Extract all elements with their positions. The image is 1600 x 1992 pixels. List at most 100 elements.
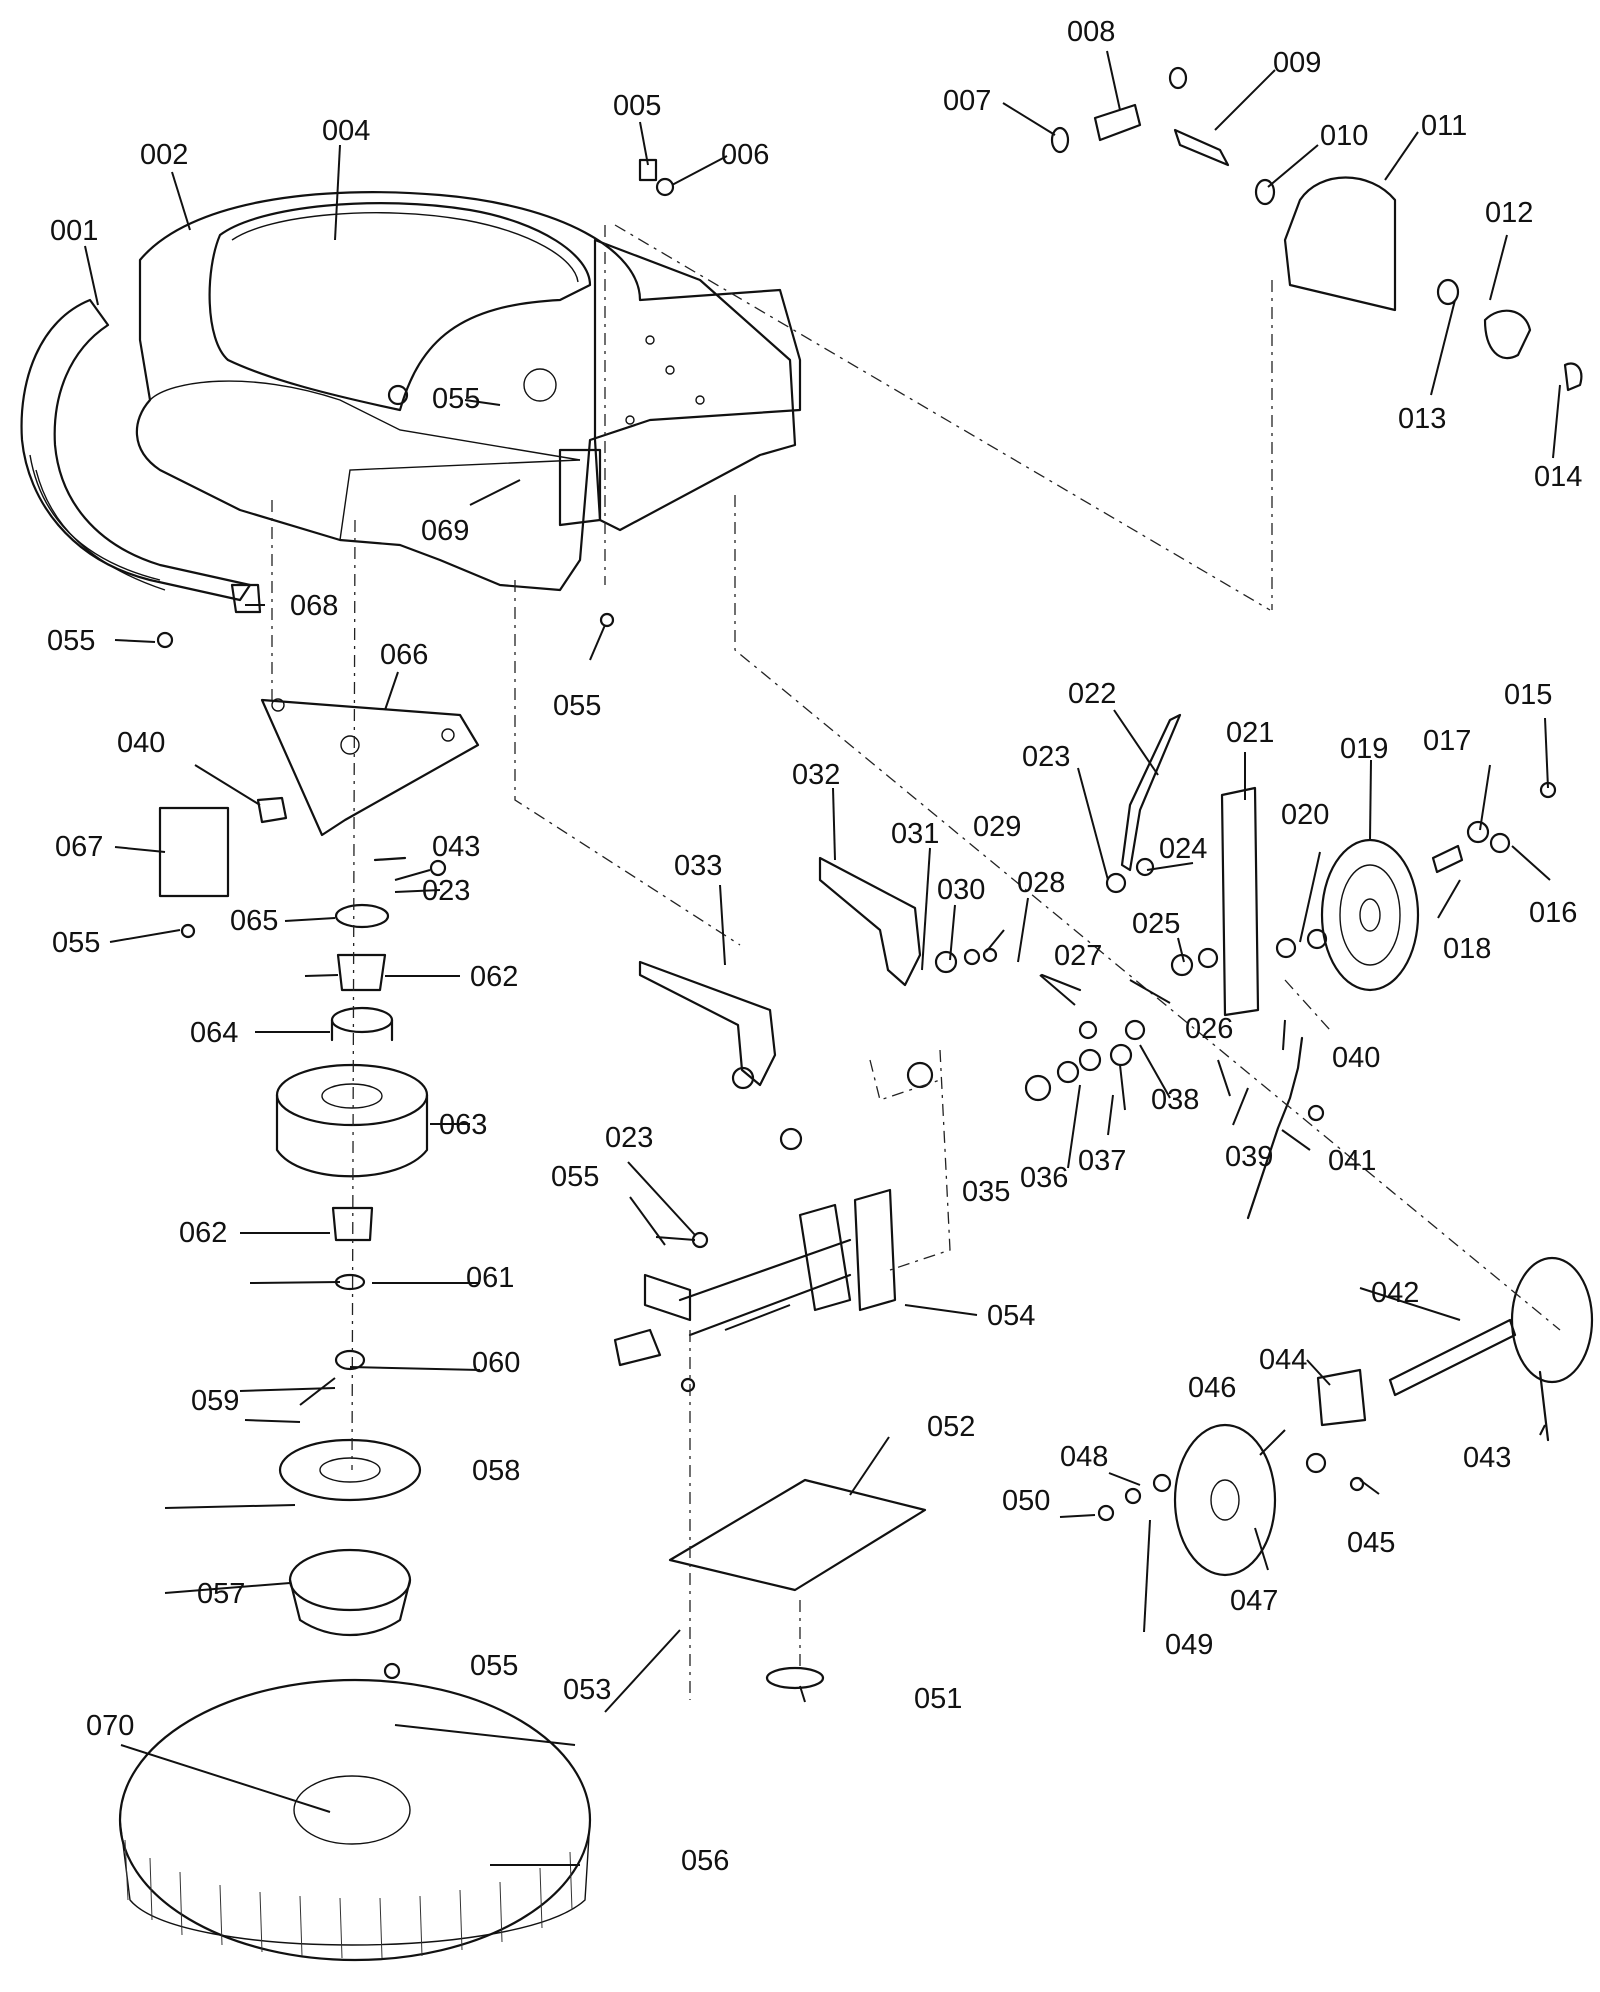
callout-062-lower: 062 [179, 1217, 227, 1249]
callout-033: 033 [674, 850, 722, 882]
wheel-019 [1320, 838, 1420, 992]
callout-037: 037 [1078, 1145, 1126, 1177]
callout-007: 007 [943, 85, 991, 117]
callout-042: 042 [1371, 1277, 1419, 1309]
callout-023-lever: 023 [1022, 741, 1070, 773]
callout-056: 056 [681, 1845, 729, 1877]
callout-022: 022 [1068, 678, 1116, 710]
adjustment-assembly [1050, 66, 1583, 392]
callout-046: 046 [1188, 1372, 1236, 1404]
callout-059: 059 [191, 1385, 239, 1417]
callout-055-plate: 055 [52, 927, 100, 959]
pad-051 [765, 1666, 825, 1690]
callout-031: 031 [891, 818, 939, 850]
callout-017: 017 [1423, 725, 1471, 757]
callout-016: 016 [1529, 897, 1577, 929]
callout-044: 044 [1259, 1344, 1307, 1376]
callout-051: 051 [914, 1683, 962, 1715]
callout-009: 009 [1273, 47, 1321, 79]
callout-035: 035 [962, 1176, 1010, 1208]
callout-027: 027 [1054, 940, 1102, 972]
callout-018: 018 [1443, 933, 1491, 965]
callout-001: 001 [50, 215, 98, 247]
pad-052 [668, 1478, 927, 1592]
callout-048: 048 [1060, 1441, 1108, 1473]
deck-plate [523, 238, 797, 532]
bracket-032 [818, 856, 922, 987]
triangular-plate [260, 698, 480, 837]
callout-019: 019 [1340, 733, 1388, 765]
callout-045: 045 [1347, 1527, 1395, 1559]
callout-025: 025 [1132, 908, 1180, 940]
callout-039: 039 [1225, 1141, 1273, 1173]
spring-028 [1040, 973, 1082, 992]
leader-lines [84, 50, 1561, 1866]
callout-057: 057 [197, 1578, 245, 1610]
callout-052: 052 [927, 1411, 975, 1443]
callout-055-driver: 055 [470, 1650, 518, 1682]
callout-024: 024 [1159, 833, 1207, 865]
callout-053: 053 [563, 1674, 611, 1706]
plate-067 [158, 806, 230, 898]
axle-042 [1388, 1256, 1594, 1442]
wheel-047 [1173, 1423, 1277, 1577]
callout-030: 030 [937, 874, 985, 906]
callout-043-axle: 043 [1463, 1442, 1511, 1474]
callout-058: 058 [472, 1455, 520, 1487]
lift-frame [613, 1188, 897, 1367]
assembly-lines [271, 224, 1561, 1700]
callout-013: 013 [1398, 403, 1446, 435]
block-044 [1316, 1368, 1367, 1427]
callout-012: 012 [1485, 197, 1533, 229]
pulley-stack [275, 903, 429, 1636]
callout-040-plate: 040 [117, 727, 165, 759]
callout-002: 002 [140, 139, 188, 171]
callout-032: 032 [792, 759, 840, 791]
callout-067: 067 [55, 831, 103, 863]
main-housing [135, 191, 802, 592]
callout-010: 010 [1320, 120, 1368, 152]
callout-054: 054 [987, 1300, 1035, 1332]
callout-060: 060 [472, 1347, 520, 1379]
callout-063: 063 [439, 1109, 487, 1141]
cover-panel [208, 202, 592, 412]
callout-070: 070 [86, 1710, 134, 1742]
callout-015: 015 [1504, 679, 1552, 711]
callout-049: 049 [1165, 1629, 1213, 1661]
part-drawings [20, 66, 1594, 1962]
spring-041 [1246, 1036, 1304, 1220]
callout-065: 065 [230, 905, 278, 937]
callout-066: 066 [380, 639, 428, 671]
bumper-ring [20, 298, 262, 614]
callout-068: 068 [290, 590, 338, 622]
callout-061: 061 [466, 1262, 514, 1294]
callout-055-cover: 055 [432, 383, 480, 415]
callout-040-lever: 040 [1332, 1042, 1380, 1074]
small-nut-006 [655, 177, 675, 197]
callout-014: 014 [1534, 461, 1582, 493]
callout-029: 029 [973, 811, 1021, 843]
bushing-018 [1431, 844, 1464, 874]
callout-069: 069 [421, 515, 469, 547]
callout-062-upper: 062 [470, 961, 518, 993]
callout-023-frame: 023 [605, 1122, 653, 1154]
callout-055-frame: 055 [551, 1161, 599, 1193]
callout-028: 028 [1017, 867, 1065, 899]
callout-005: 005 [613, 90, 661, 122]
callout-041: 041 [1328, 1145, 1376, 1177]
callout-006: 006 [721, 139, 769, 171]
callout-023-bracket: 023 [422, 875, 470, 907]
callout-043-plate: 043 [432, 831, 480, 863]
lever-022 [1120, 713, 1182, 872]
callout-020: 020 [1281, 799, 1329, 831]
callout-labels: 001 002 004 005 006 007 008 009 010 011 … [47, 16, 1582, 1877]
callout-055-bumper: 055 [47, 625, 95, 657]
callout-004: 004 [322, 115, 370, 147]
callout-011: 011 [1421, 110, 1467, 142]
callout-008: 008 [1067, 16, 1115, 48]
bracket-033 [638, 960, 777, 1087]
callout-055-housing: 055 [553, 690, 601, 722]
callout-047: 047 [1230, 1585, 1278, 1617]
callout-038: 038 [1151, 1084, 1199, 1116]
